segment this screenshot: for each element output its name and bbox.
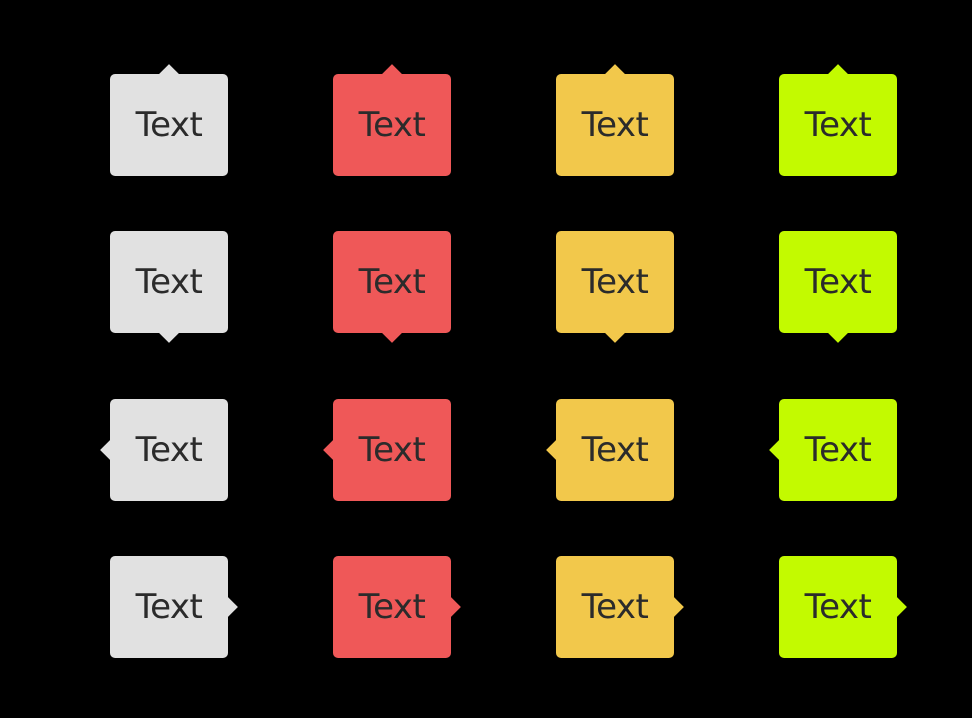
tooltip-label: Text xyxy=(581,430,649,470)
tooltip-red-pointer-bottom: Text xyxy=(333,231,451,333)
tooltip-label: Text xyxy=(135,587,203,627)
tooltip-yellow-pointer-top: Text xyxy=(556,74,674,176)
tooltip-label: Text xyxy=(358,430,426,470)
tooltip-lime-pointer-left: Text xyxy=(779,399,897,501)
tooltip-yellow-pointer-left: Text xyxy=(556,399,674,501)
tooltip-label: Text xyxy=(804,430,872,470)
tooltip-red-pointer-left: Text xyxy=(333,399,451,501)
tooltip-yellow-pointer-bottom: Text xyxy=(556,231,674,333)
tooltip-gray-pointer-left: Text xyxy=(110,399,228,501)
tooltip-label: Text xyxy=(804,262,872,302)
tooltip-label: Text xyxy=(581,587,649,627)
tooltip-lime-pointer-top: Text xyxy=(779,74,897,176)
tooltip-gray-pointer-right: Text xyxy=(110,556,228,658)
tooltip-red-pointer-right: Text xyxy=(333,556,451,658)
tooltip-label: Text xyxy=(358,105,426,145)
tooltip-label: Text xyxy=(358,587,426,627)
tooltip-lime-pointer-right: Text xyxy=(779,556,897,658)
tooltip-label: Text xyxy=(804,587,872,627)
tooltip-label: Text xyxy=(135,262,203,302)
tooltip-label: Text xyxy=(358,262,426,302)
tooltip-gray-pointer-bottom: Text xyxy=(110,231,228,333)
tooltip-label: Text xyxy=(581,262,649,302)
tooltip-label: Text xyxy=(135,105,203,145)
tooltip-label: Text xyxy=(804,105,872,145)
tooltip-lime-pointer-bottom: Text xyxy=(779,231,897,333)
tooltip-yellow-pointer-right: Text xyxy=(556,556,674,658)
tooltip-label: Text xyxy=(581,105,649,145)
tooltip-gray-pointer-top: Text xyxy=(110,74,228,176)
tooltip-red-pointer-top: Text xyxy=(333,74,451,176)
tooltip-label: Text xyxy=(135,430,203,470)
